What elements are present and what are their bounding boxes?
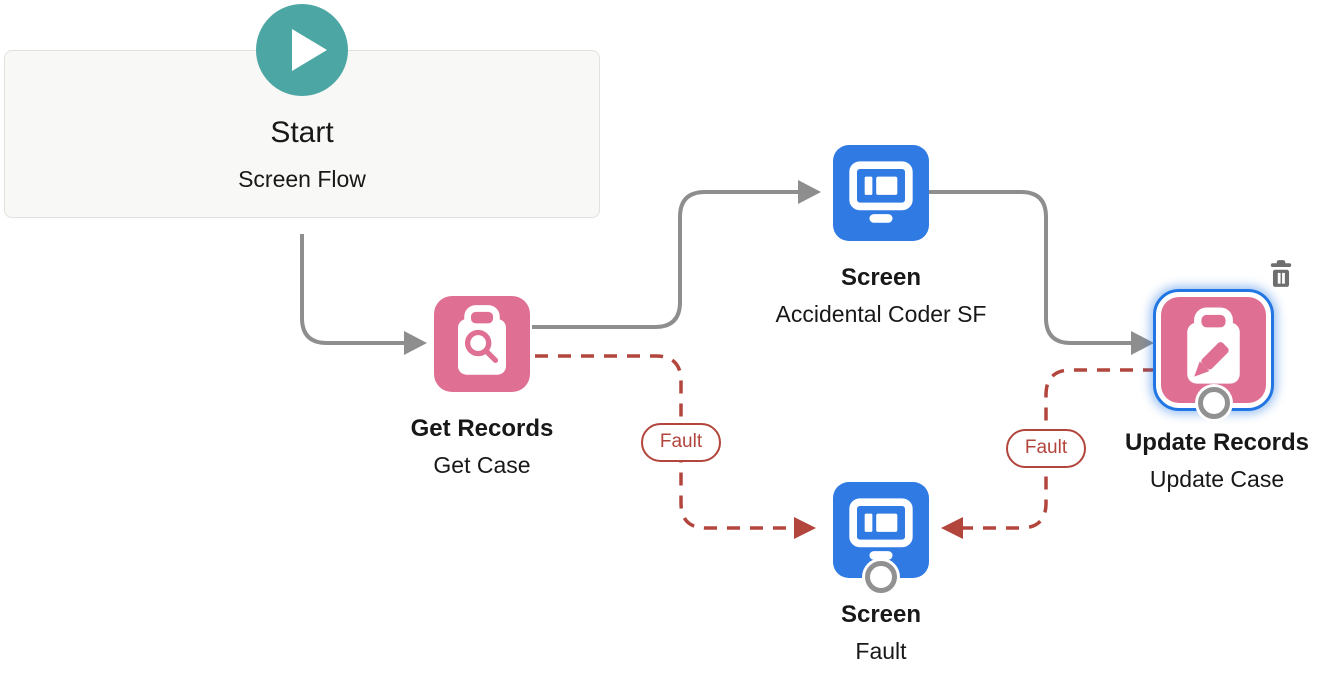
connector-handle[interactable] xyxy=(865,561,897,593)
record-update-icon xyxy=(1187,307,1240,384)
node-subtitle: Accidental Coder SF xyxy=(775,301,987,327)
node-title: Screen xyxy=(840,264,922,291)
screen-main-node[interactable] xyxy=(833,145,929,241)
node-title: Get Records xyxy=(410,415,554,442)
node-title: Screen xyxy=(840,601,922,628)
record-lookup-icon xyxy=(458,305,506,375)
connector-handle[interactable] xyxy=(1198,387,1230,419)
arrowhead-icon xyxy=(798,180,821,204)
node-subtitle: Get Case xyxy=(433,452,531,478)
arrowhead-icon xyxy=(1131,331,1154,355)
arrowhead-icon xyxy=(404,331,427,355)
connector-screen-to-update-records[interactable] xyxy=(928,190,1133,345)
get-records-node[interactable] xyxy=(434,296,530,392)
update-records-node[interactable] xyxy=(1153,289,1274,411)
screen-fault-label: Screen Fault xyxy=(721,600,1041,666)
screen-main-label: Screen Accidental Coder SF xyxy=(721,263,1041,329)
get-records-label: Get Records Get Case xyxy=(322,414,642,480)
start-circle[interactable] xyxy=(256,4,348,96)
screen-icon xyxy=(849,161,913,223)
play-icon xyxy=(292,29,327,71)
trash-icon xyxy=(1270,260,1292,287)
fault-arrowhead-icon xyxy=(794,517,816,539)
delete-node-button[interactable] xyxy=(1266,257,1296,291)
node-title: Update Records xyxy=(1124,429,1310,456)
update-records-label: Update Records Update Case xyxy=(1057,428,1338,494)
connector-get-records-to-screen[interactable] xyxy=(532,190,800,329)
fault-connector-badge[interactable]: Fault xyxy=(641,423,721,462)
connector-start-to-get-records[interactable] xyxy=(300,234,406,345)
start-node-title: Start xyxy=(270,116,334,149)
fault-arrowhead-icon xyxy=(941,517,963,539)
node-subtitle: Update Case xyxy=(1149,466,1285,492)
update-records-square xyxy=(1161,297,1266,403)
node-subtitle: Fault xyxy=(855,638,907,664)
fault-connector-badge[interactable]: Fault xyxy=(1006,429,1086,468)
screen-icon xyxy=(849,498,913,560)
fault-connector-update-records-to-fault-screen[interactable] xyxy=(963,368,1156,530)
start-node-subtitle: Screen Flow xyxy=(238,166,366,192)
